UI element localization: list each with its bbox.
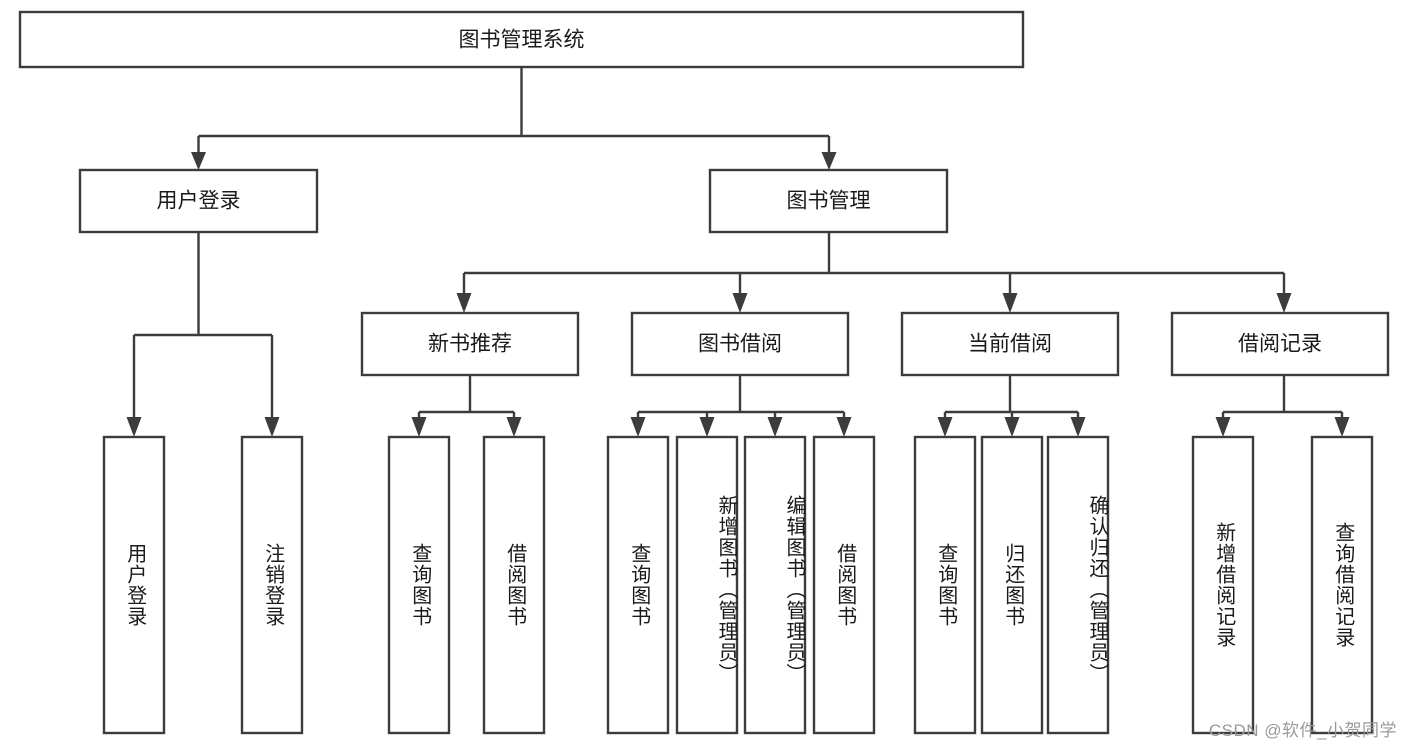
arrow-head-leaf-query-book-c bbox=[937, 417, 953, 437]
leaf-box-add-book[interactable] bbox=[675, 435, 739, 735]
leaf-box-user-login[interactable] bbox=[102, 435, 166, 735]
leaf-box-borrow-book-b[interactable] bbox=[812, 435, 876, 735]
leaf-box-return-book[interactable] bbox=[980, 435, 1044, 735]
node-user-login-label: 用户登录 bbox=[157, 190, 241, 213]
arrow-head-leaf-add-record bbox=[1215, 417, 1231, 437]
leaf-box-query-record[interactable] bbox=[1310, 435, 1374, 735]
arrow-head-leaf-borrow-book-a bbox=[506, 417, 522, 437]
leaf-box-logout[interactable] bbox=[240, 435, 304, 735]
node-book-borrow[interactable]: 图书借阅 bbox=[630, 311, 850, 377]
arrow-head-leaf-query-book-b bbox=[630, 417, 646, 437]
arrow-head-to-current-borrow bbox=[1002, 293, 1018, 313]
arrow-head-leaf-query-book-a bbox=[411, 417, 427, 437]
node-new-book-recommend-label: 新书推荐 bbox=[428, 333, 512, 356]
node-user-login[interactable]: 用户登录 bbox=[78, 168, 319, 234]
leaf-box-query-book-c[interactable] bbox=[913, 435, 977, 735]
node-borrow-record-box[interactable] bbox=[1170, 311, 1390, 377]
node-new-book-recommend[interactable]: 新书推荐 bbox=[360, 311, 580, 377]
node-new-book-recommend-box[interactable] bbox=[360, 311, 580, 377]
node-root-system[interactable]: 图书管理系统 bbox=[18, 10, 1025, 69]
node-current-borrow-box[interactable] bbox=[900, 311, 1120, 377]
node-borrow-record[interactable]: 借阅记录 bbox=[1170, 311, 1390, 377]
node-book-borrow-box[interactable] bbox=[630, 311, 850, 377]
arrow-head-to-new-book bbox=[456, 293, 472, 313]
arrow-head-leaf-confirm-return bbox=[1070, 417, 1086, 437]
arrow-head-leaf-return-book bbox=[1004, 417, 1020, 437]
node-book-management-label: 图书管理 bbox=[787, 190, 871, 213]
node-borrow-record-label: 借阅记录 bbox=[1238, 333, 1322, 356]
leaf-box-query-book-b[interactable] bbox=[606, 435, 670, 735]
leaf-box-query-book-a[interactable] bbox=[387, 435, 451, 735]
connector-group bbox=[126, 67, 1350, 437]
arrow-head-to-borrow-record bbox=[1276, 293, 1292, 313]
leaf-box-borrow-book-a[interactable] bbox=[482, 435, 546, 735]
arrow-head-leaf-borrow-book-b bbox=[836, 417, 852, 437]
node-root-system-label: 图书管理系统 bbox=[459, 29, 585, 52]
arrow-head-to-user-login bbox=[191, 152, 206, 170]
leaf-box-add-record[interactable] bbox=[1191, 435, 1255, 735]
leaf-box-edit-book[interactable] bbox=[743, 435, 807, 735]
node-current-borrow-label: 当前借阅 bbox=[968, 333, 1052, 356]
node-root-system-box[interactable] bbox=[18, 10, 1025, 69]
node-book-borrow-label: 图书借阅 bbox=[698, 333, 782, 356]
arrow-head-leaf-user-login bbox=[126, 417, 142, 437]
node-book-management-box[interactable] bbox=[708, 168, 949, 234]
arrow-head-leaf-add-book bbox=[699, 417, 715, 437]
node-book-management[interactable]: 图书管理 bbox=[708, 168, 949, 234]
arrow-head-to-book-borrow bbox=[732, 293, 748, 313]
leaf-box-confirm-return[interactable] bbox=[1046, 435, 1110, 735]
arrow-head-leaf-logout bbox=[264, 417, 280, 437]
node-current-borrow[interactable]: 当前借阅 bbox=[900, 311, 1120, 377]
node-user-login-box[interactable] bbox=[78, 168, 319, 234]
arrow-head-leaf-query-record bbox=[1334, 417, 1350, 437]
leaf-box-group bbox=[102, 435, 1374, 735]
arrow-head-to-book-mgmt bbox=[821, 152, 837, 170]
arrow-head-leaf-edit-book bbox=[767, 417, 783, 437]
